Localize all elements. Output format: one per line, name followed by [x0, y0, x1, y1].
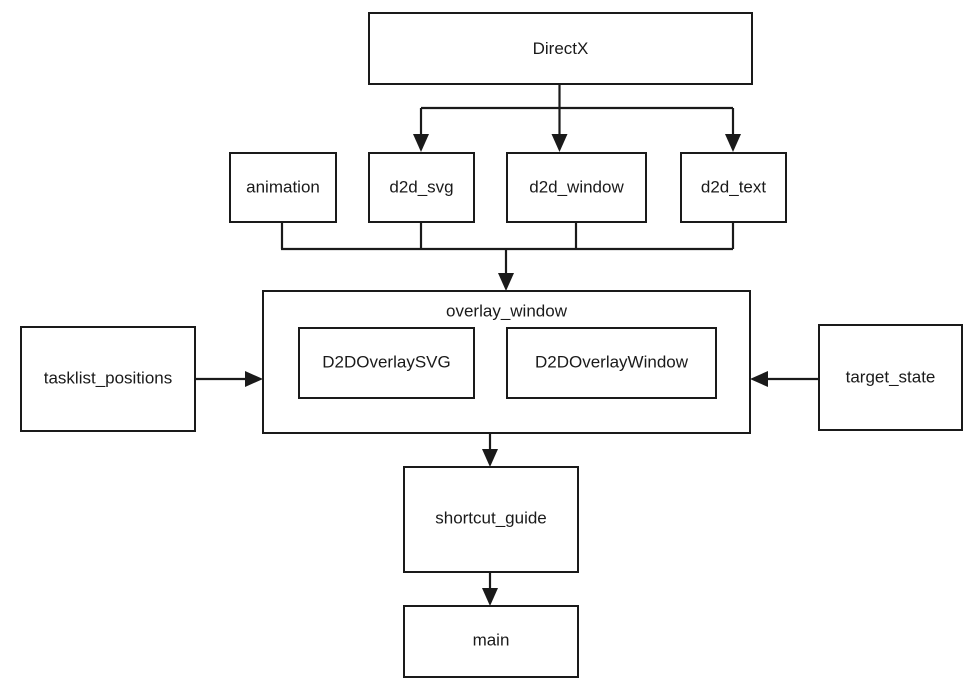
node-target-state-label: target_state [846, 367, 936, 386]
node-d2d-svg-label: d2d_svg [389, 177, 453, 196]
arrowhead-to-main [482, 588, 498, 606]
arrowhead-to-d2d-window [551, 134, 568, 152]
arrowhead-to-shortcut-guide [482, 449, 498, 467]
node-overlay-window-group[interactable]: overlay_window D2DOverlaySVG D2DOverlayW… [262, 290, 751, 434]
node-d2d-window-label: d2d_window [529, 177, 624, 196]
arrowhead-tasklist-positions [245, 371, 263, 387]
node-target-state[interactable]: target_state [818, 324, 963, 431]
arrowhead-to-d2d-text [725, 134, 741, 152]
node-d2d-text-label: d2d_text [701, 177, 766, 196]
node-main[interactable]: main [403, 605, 579, 678]
node-tasklist-positions[interactable]: tasklist_positions [20, 326, 196, 432]
edge-target-state-overlay-window [750, 371, 818, 387]
node-directx-label: DirectX [533, 39, 589, 58]
node-d2doverlaysvg-label: D2DOverlaySVG [322, 352, 450, 371]
edge-row2-merge-overlay-window [280, 222, 735, 291]
arrowhead-to-d2d-svg [413, 134, 429, 152]
edge-shortcut-guide-main [482, 572, 498, 606]
node-directx[interactable]: DirectX [368, 12, 753, 85]
node-d2doverlaysvg[interactable]: D2DOverlaySVG [298, 327, 475, 399]
edge-overlay-window-shortcut-guide [482, 433, 498, 467]
node-d2doverlaywindow[interactable]: D2DOverlayWindow [506, 327, 717, 399]
node-tasklist-positions-label: tasklist_positions [44, 368, 173, 387]
edge-tasklist-positions-overlay-window [195, 371, 263, 387]
node-d2d-svg[interactable]: d2d_svg [368, 152, 475, 223]
node-animation[interactable]: animation [229, 152, 337, 223]
node-main-label: main [473, 630, 510, 649]
node-d2d-text[interactable]: d2d_text [680, 152, 787, 223]
node-animation-label: animation [246, 177, 320, 196]
node-d2d-window[interactable]: d2d_window [506, 152, 647, 223]
node-overlay-window-label: overlay_window [446, 301, 568, 320]
node-shortcut-guide[interactable]: shortcut_guide [403, 466, 579, 573]
node-d2doverlaywindow-label: D2DOverlayWindow [535, 352, 689, 371]
arrowhead-to-overlay-window [498, 273, 514, 291]
edge-directx-fanout [413, 84, 741, 152]
arrowhead-target-state [750, 371, 768, 387]
node-shortcut-guide-label: shortcut_guide [435, 508, 547, 527]
